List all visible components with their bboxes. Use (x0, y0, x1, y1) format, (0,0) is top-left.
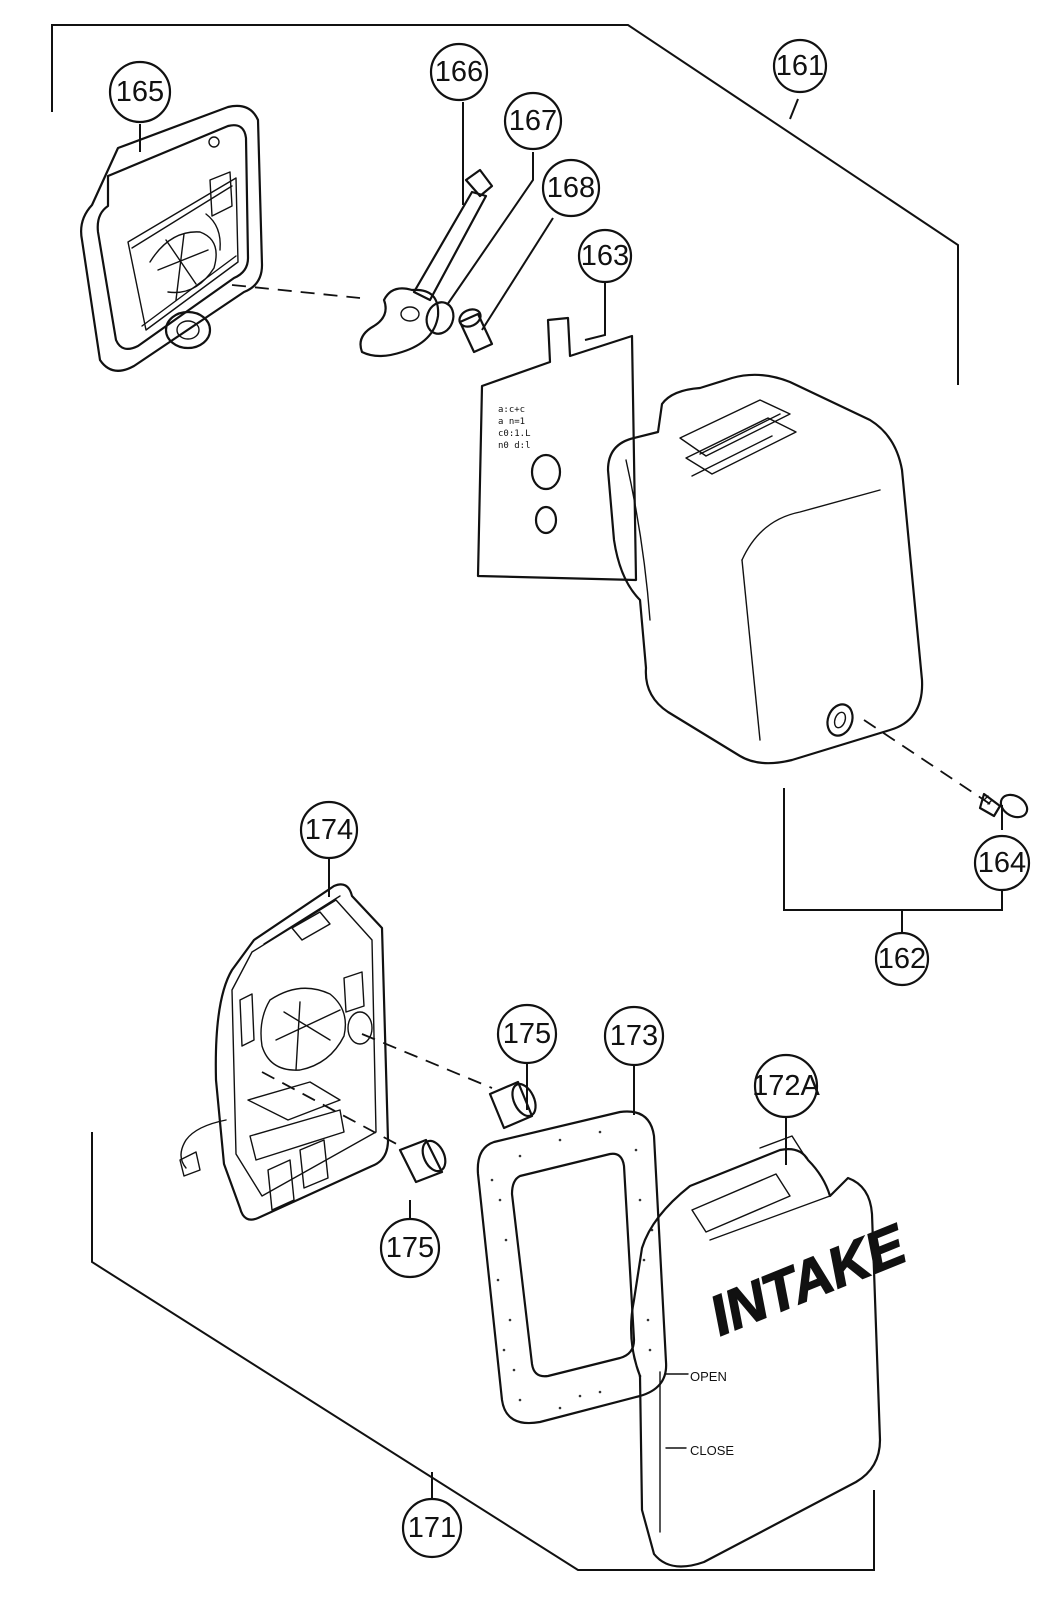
callout-174: 174 (299, 800, 359, 860)
air-cleaner-base-part (179, 883, 390, 1221)
intake-cover-part: INTAKE OPEN CLOSE (630, 1135, 916, 1568)
svg-text:163: 163 (581, 240, 629, 272)
spacer-part-lower (398, 1138, 447, 1184)
assembly-bracket-162 (783, 788, 1003, 932)
foam-texture (490, 1130, 654, 1410)
svg-text:161: 161 (776, 50, 824, 82)
callout-172A: 172A (752, 1053, 821, 1119)
close-mark: CLOSE (690, 1443, 734, 1458)
svg-text:167: 167 (509, 105, 557, 137)
assembly-bracket-171 (91, 1132, 875, 1571)
leader-lines (139, 102, 1003, 1218)
svg-text:172A: 172A (752, 1070, 820, 1102)
callout-175-lower: 175 (379, 1217, 441, 1279)
callout-163: 163 (577, 228, 633, 284)
callout-168: 168 (541, 158, 601, 218)
svg-text:171: 171 (408, 1512, 456, 1544)
alignment-dash (361, 1033, 493, 1089)
screw-part (978, 792, 1029, 819)
callout-165: 165 (108, 60, 172, 124)
svg-text:n0 d:l: n0 d:l (498, 441, 531, 451)
svg-text:166: 166 (435, 56, 483, 88)
air-cleaner-cover-part (606, 373, 924, 765)
gasket-part: a:c+c a n=1 c0:1.L n0 d:l (476, 316, 638, 582)
bushing-part (458, 308, 494, 354)
callout-162: 162 (874, 931, 930, 987)
svg-text:162: 162 (878, 943, 926, 975)
callout-161: 161 (772, 38, 828, 94)
assembly-bracket-161 (51, 24, 959, 385)
svg-text:164: 164 (978, 847, 1026, 879)
svg-text:175: 175 (503, 1018, 551, 1050)
svg-text:a n=1: a n=1 (498, 417, 525, 427)
svg-text:168: 168 (547, 172, 595, 204)
callout-167: 167 (503, 91, 563, 151)
svg-text:a:c+c: a:c+c (498, 405, 525, 415)
callout-173: 173 (603, 1005, 665, 1067)
svg-text:173: 173 (610, 1020, 658, 1052)
top-cover-plate-part (80, 104, 264, 372)
spacer-part-upper (488, 1080, 537, 1130)
foam-element-part (476, 1110, 668, 1425)
callout-175-upper: 175 (496, 1003, 558, 1065)
callout-166: 166 (429, 42, 489, 102)
alignment-dash (261, 1071, 405, 1149)
svg-text:c0:1.L: c0:1.L (498, 429, 531, 439)
o-ring-part (425, 301, 455, 335)
svg-text:165: 165 (116, 76, 164, 108)
choke-lever-part (359, 168, 494, 358)
open-mark: OPEN (690, 1369, 727, 1384)
svg-text:175: 175 (386, 1232, 434, 1264)
svg-text:174: 174 (305, 814, 353, 846)
callout-171: 171 (401, 1497, 463, 1559)
callout-164: 164 (973, 834, 1031, 892)
